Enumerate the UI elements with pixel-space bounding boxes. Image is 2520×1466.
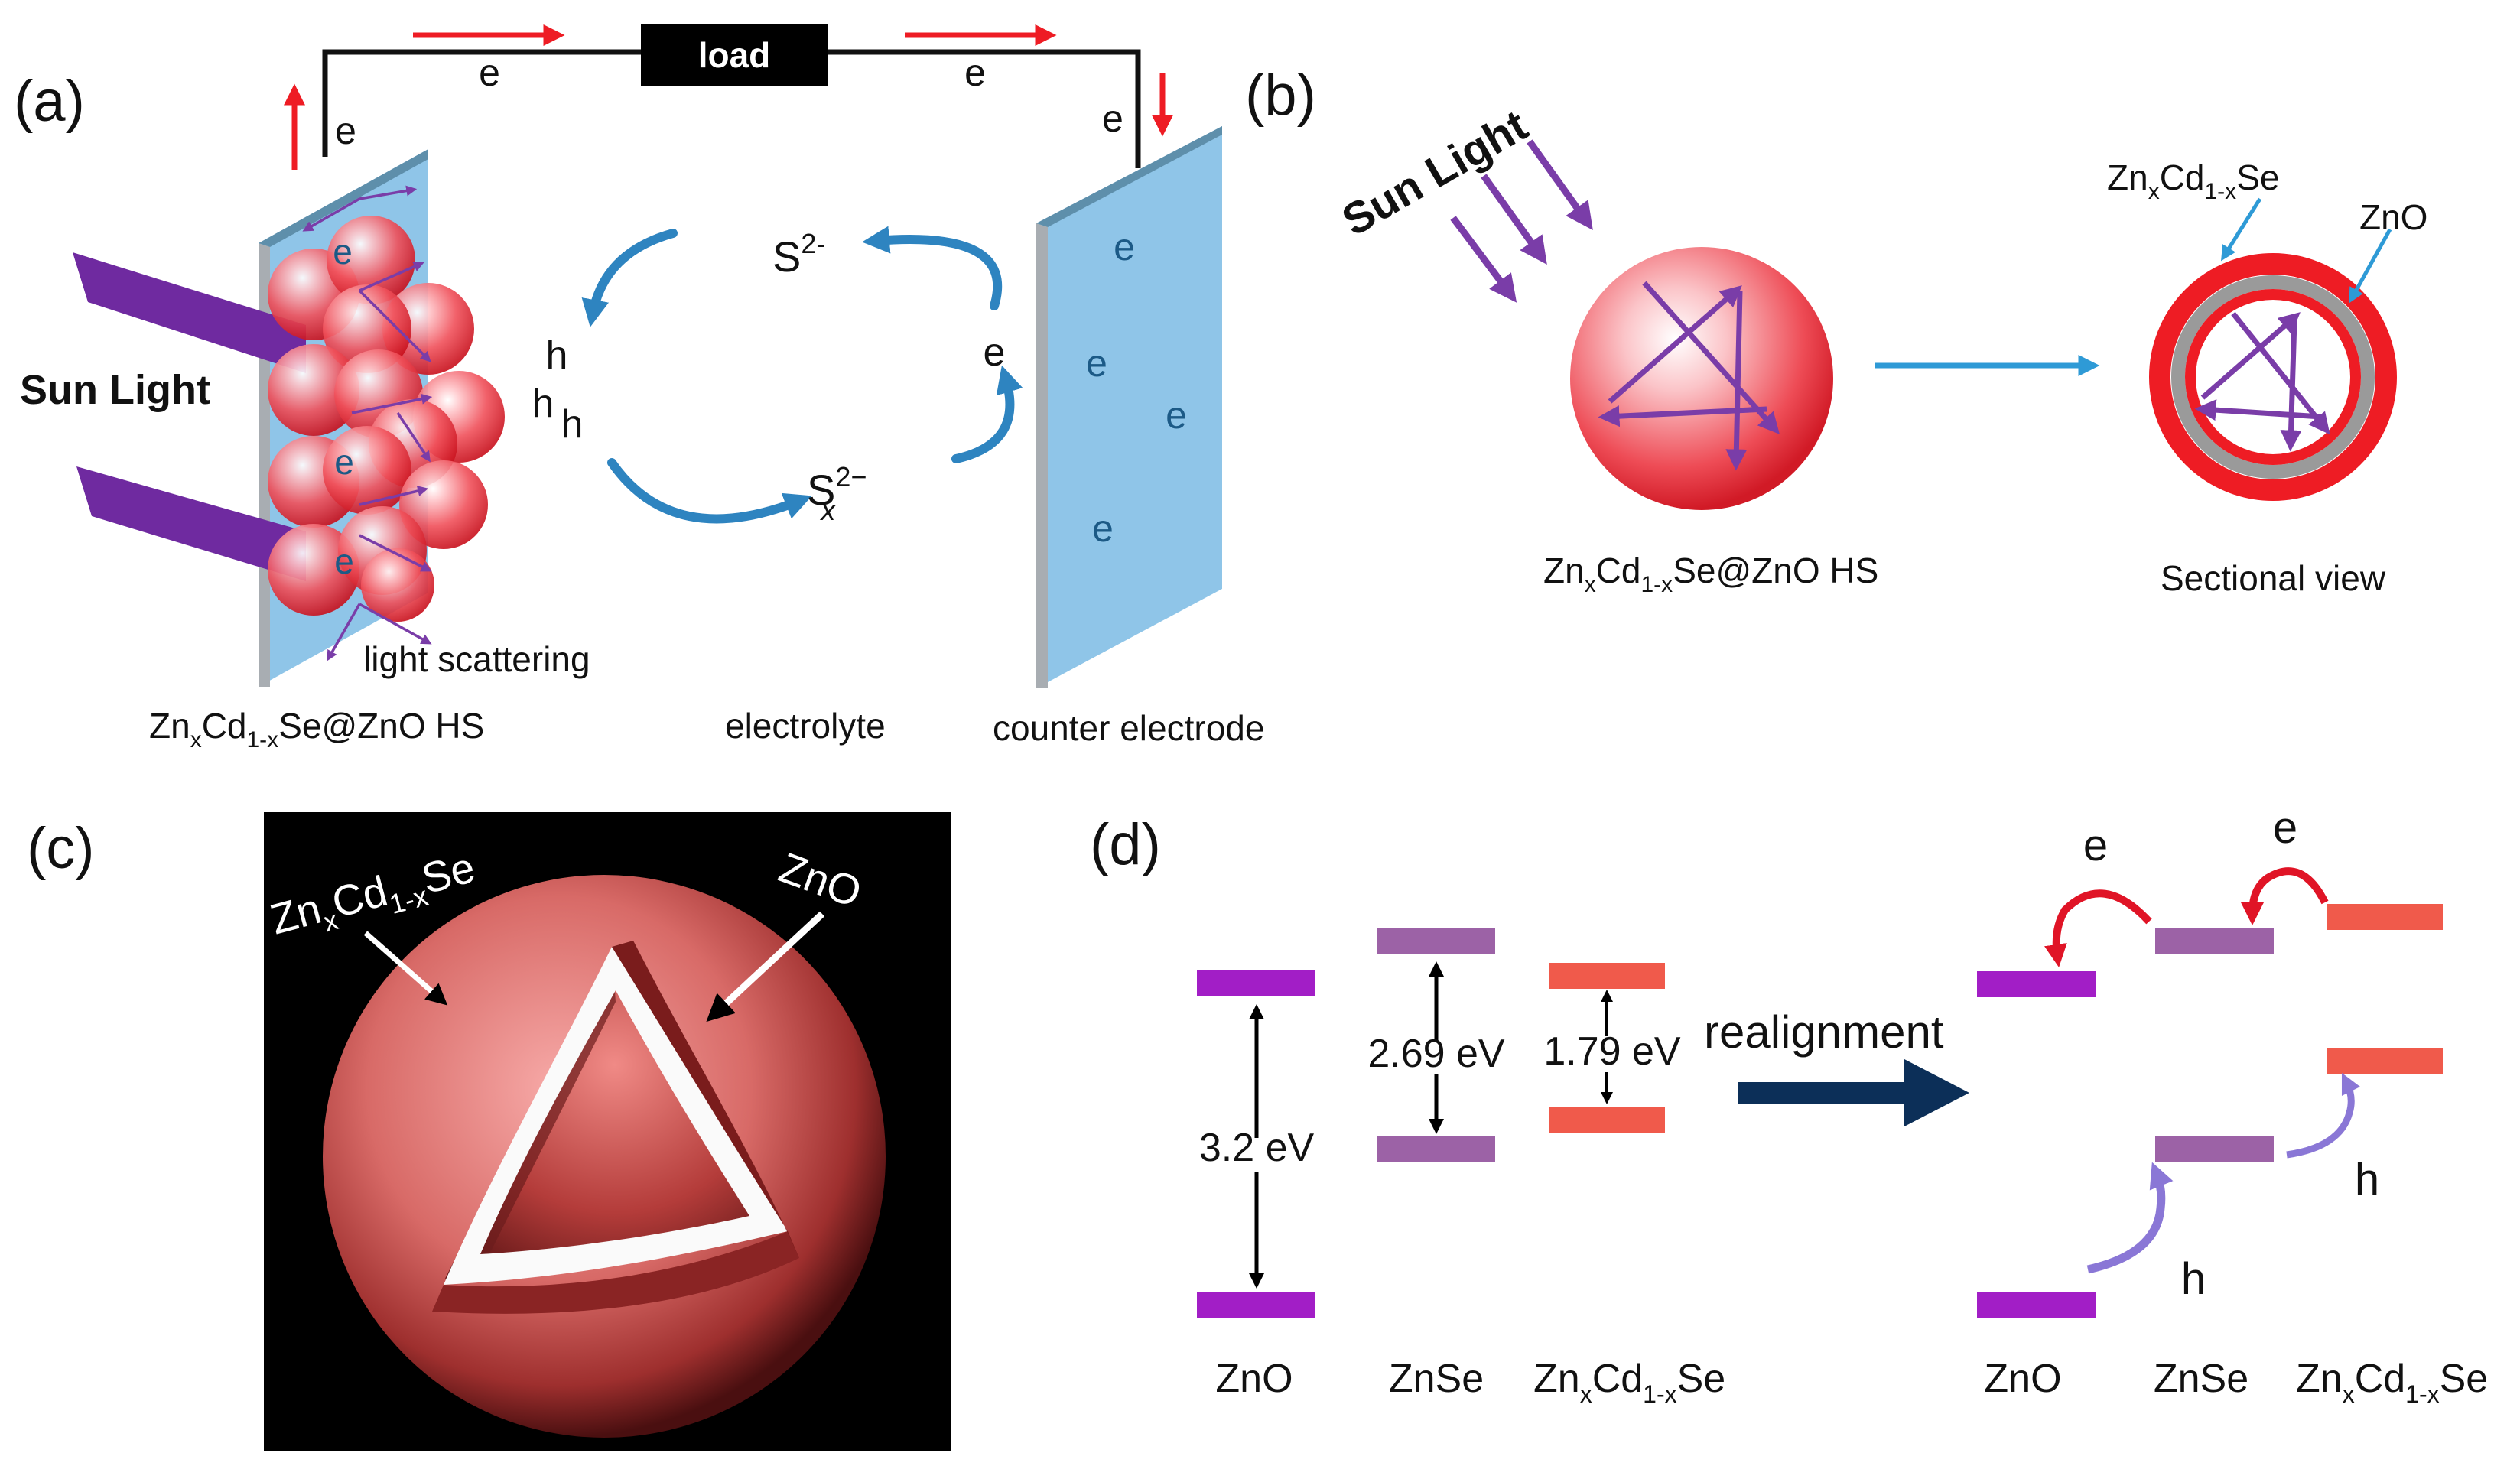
cutaway-cavity — [445, 950, 784, 1279]
photoanode-top — [259, 149, 428, 247]
inner-ring — [2185, 289, 2361, 465]
light-scattering-label: light scattering — [363, 639, 590, 679]
electron-label: e — [334, 442, 354, 482]
gap-zno: 3.2 eV — [1199, 1126, 1315, 1170]
gap-alloy: 1.79 eV — [1543, 1029, 1681, 1074]
electron-label: e — [334, 541, 354, 581]
electrolyte-label: electrolyte — [725, 706, 886, 746]
zno-vb-aligned — [1977, 1292, 2096, 1318]
core-label: ZnO — [2359, 197, 2427, 237]
material-label: ZnO — [1215, 1357, 1293, 1401]
electron-label: e — [335, 109, 356, 152]
electron-label: e — [964, 51, 986, 94]
panel-b: (b) Sun Light ZnxCd1-xSe ZnO Z — [1245, 63, 2427, 598]
core-ring — [2171, 275, 2375, 479]
electron-transfer-arrow — [2044, 889, 2152, 967]
shell-label: ZnxCd1-xSe — [2107, 158, 2279, 204]
core-pointer — [2349, 228, 2392, 304]
hole-label: h — [561, 402, 584, 447]
alloy-vb — [1549, 1107, 1665, 1133]
panel-c-tag: (c) — [27, 816, 95, 881]
nanosphere-cluster — [268, 216, 505, 622]
shell-pointer — [363, 931, 448, 1006]
load-box — [641, 24, 828, 86]
hole-label: h — [2355, 1155, 2379, 1204]
sun-light-label: Sun Light — [1334, 100, 1536, 245]
panel-b-tag: (b) — [1245, 63, 1316, 128]
hs-label-a: ZnxCd1-xSe@ZnO HS — [149, 706, 484, 753]
shell-pointer — [2221, 197, 2262, 262]
zno-shell-wedge — [444, 947, 788, 1285]
material-label: ZnSe — [1389, 1357, 1484, 1401]
sunlight-beam — [76, 466, 306, 581]
panel-c: (c) ZnxCd1-xSe ZnO — [27, 812, 951, 1451]
hole-label: h — [546, 333, 568, 378]
core-pointer — [706, 911, 825, 1022]
sunlight-arrows — [1450, 139, 1593, 303]
znse-cb — [1377, 928, 1495, 954]
alloy-vb-aligned — [2327, 1048, 2443, 1074]
panel-a-tag: (a) — [14, 69, 85, 134]
sectional-view-label: Sectional view — [2161, 558, 2386, 598]
sunlight-beam — [73, 252, 306, 373]
panel-d-tag: (d) — [1090, 812, 1161, 877]
hole-label: h — [532, 382, 554, 426]
alloy-cb — [1549, 963, 1665, 989]
material-label: ZnxCd1-xSe — [1533, 1357, 1725, 1408]
electron-label: e — [1086, 342, 1107, 385]
panel-a: (a) load e e e e e e e e Sun Light — [14, 24, 1264, 753]
counter-electrode-label: counter electrode — [993, 708, 1264, 748]
electron-label: e — [984, 330, 1006, 375]
load-label: load — [698, 35, 771, 75]
electron-label: e — [1092, 507, 1114, 550]
electron-label: e — [2273, 803, 2297, 853]
electron-transfer-arrow — [2241, 867, 2329, 925]
electron-label: e — [1166, 394, 1187, 437]
material-label: ZnxCd1-xSe — [2296, 1357, 2488, 1408]
polysulfide-ion: S2−x — [807, 461, 867, 527]
alloy-cb-aligned — [2327, 904, 2443, 930]
material-label: ZnSe — [2154, 1357, 2248, 1401]
electron-label: e — [2083, 821, 2108, 870]
gap-znse: 2.69 eV — [1367, 1032, 1505, 1076]
sulfide-ion: S2- — [772, 228, 825, 281]
sun-light-label: Sun Light — [20, 367, 210, 413]
counter-electrode — [1036, 126, 1222, 688]
material-label: ZnO — [1984, 1357, 2061, 1401]
scattering-arrows — [302, 185, 433, 661]
realignment-arrow-shaft — [1738, 1082, 1912, 1104]
hole-transfer-arrow — [2286, 1072, 2361, 1159]
panel-d: (d) 3.2 eV 2.69 eV 1.79 eV ZnO ZnSe ZnxC… — [1090, 803, 2488, 1408]
zno-vb — [1197, 1292, 1315, 1318]
hs-label-b: ZnxCd1-xSe@ZnO HS — [1543, 551, 1878, 597]
realignment-label: realignment — [1704, 1006, 1944, 1058]
internal-scattering-arrows — [1598, 281, 1780, 471]
sectional-scattering-arrows — [2194, 311, 2330, 452]
zno-cb — [1197, 970, 1315, 996]
counter-electrode-edge — [1036, 223, 1048, 688]
electron-label: e — [1102, 97, 1123, 140]
realignment-arrow-head — [1904, 1059, 1969, 1126]
heterostructure-sphere — [1570, 247, 1833, 510]
counter-electrode-top — [1036, 126, 1222, 227]
zno-cb-aligned — [1977, 971, 2096, 997]
hole-label: h — [2181, 1254, 2206, 1304]
hole-transfer-arrow — [2086, 1162, 2174, 1274]
znse-vb — [1377, 1136, 1495, 1162]
redox-cycle-arrows — [581, 226, 1023, 524]
photoanode-edge — [259, 243, 270, 687]
electron-label: e — [1114, 226, 1135, 268]
znse-vb-aligned — [2155, 1136, 2274, 1162]
electron-label: e — [333, 232, 353, 271]
znse-cb-aligned — [2155, 928, 2274, 954]
electron-label: e — [479, 51, 500, 94]
